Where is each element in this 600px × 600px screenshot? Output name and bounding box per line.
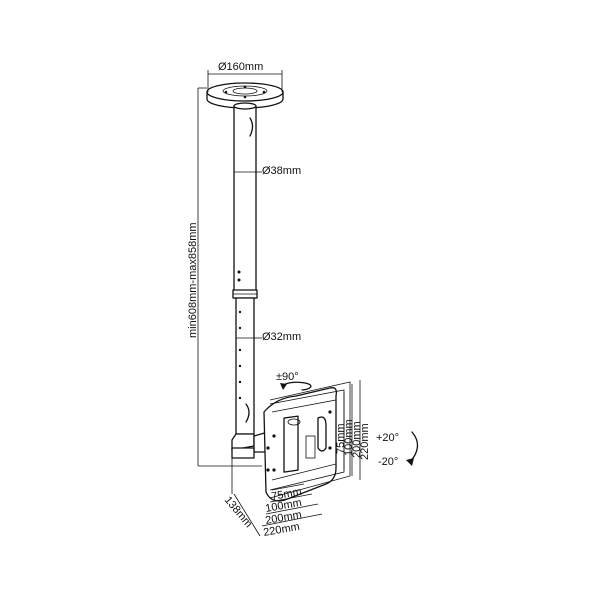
- swivel-annotation: ±90°: [276, 371, 312, 391]
- upper-pole-diameter-dimension: Ø38mm: [256, 165, 301, 177]
- tilt-annotation: +20° -20°: [376, 431, 419, 468]
- tilt-up-label: +20°: [376, 432, 399, 444]
- lower-pole: [235, 297, 255, 435]
- vesa-plate: [263, 387, 338, 502]
- vesa-v-75-label: 75mm: [335, 423, 347, 454]
- height-range-dimension: min608mm-max858mm: [187, 87, 262, 467]
- lower-pole-diameter-label: Ø32mm: [262, 331, 301, 343]
- vesa-vertical-dimensions: 75mm 100mm 200mm 220mm: [335, 380, 371, 480]
- vesa-h-75-label: 75mm: [270, 486, 302, 503]
- depth-label: 138mm: [222, 494, 255, 530]
- ceiling-plate: [206, 82, 284, 109]
- tilt-arm: [231, 431, 269, 459]
- vesa-horizontal-dimensions: 75mm 100mm 200mm 220mm: [261, 483, 323, 539]
- depth-dimension: 138mm: [222, 458, 261, 537]
- swivel-label: ±90°: [276, 371, 299, 383]
- plate-diameter-dimension: Ø160mm: [207, 61, 283, 92]
- height-range-label: min608mm-max858mm: [187, 222, 199, 338]
- vesa-v-100-label: 100mm: [343, 419, 355, 456]
- vesa-v-220-label: 220mm: [359, 423, 371, 460]
- upper-pole-diameter-label: Ø38mm: [262, 165, 301, 177]
- upper-pole: [232, 102, 258, 299]
- tilt-down-label: -20°: [378, 456, 398, 468]
- plate-diameter-label: Ø160mm: [218, 61, 263, 73]
- lower-pole-diameter-dimension: Ø32mm: [254, 331, 301, 343]
- vesa-v-200-label: 200mm: [351, 421, 363, 458]
